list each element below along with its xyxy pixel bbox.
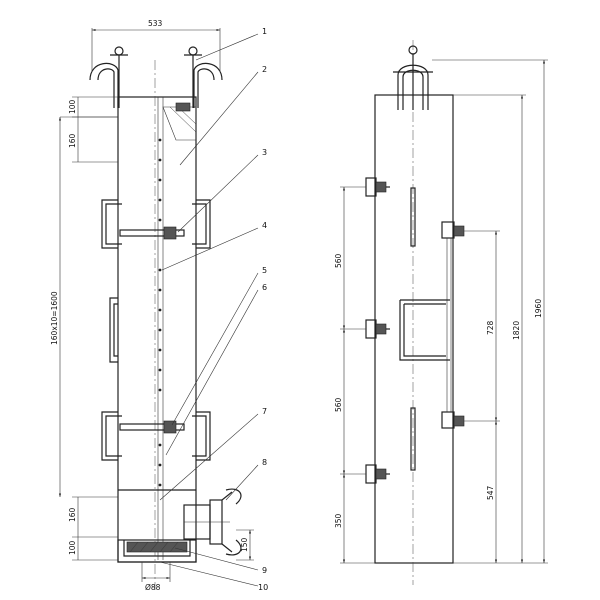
dim-560-mid-label: 560 [334, 397, 343, 412]
dim-right-left-chain: 560 560 350 [334, 186, 375, 564]
dim-total-label: 160x10=1600 [50, 291, 59, 345]
dim-547-label: 547 [486, 485, 495, 500]
right-tube-body [374, 94, 454, 564]
dim-1960-label: 1960 [534, 299, 543, 318]
part-number-1: 1 [262, 27, 267, 36]
outlet-fitting [183, 488, 242, 556]
left-tube-body [117, 96, 197, 563]
dim-728-label: 728 [486, 320, 495, 335]
part-number-9: 9 [262, 566, 267, 575]
dim-dia-label: Ø88 [145, 583, 161, 592]
strip-holes [158, 138, 162, 487]
dim-right-right-chain: 728 547 1820 1960 [432, 59, 548, 564]
dim-533-label: 533 [148, 19, 163, 28]
part-number-4: 4 [262, 221, 267, 230]
right-shackle [393, 45, 433, 110]
dim-100-bottom-label: 100 [68, 540, 77, 555]
right-view: 560 560 350 728 547 1820 1960 [334, 40, 548, 585]
part-leaders [159, 33, 259, 587]
part-number-7: 7 [262, 407, 267, 416]
dim-left-vertical: 100 160 160x10=1600 160 100 [50, 96, 118, 561]
dim-160-bottom-label: 160 [68, 507, 77, 522]
lifting-hooks [89, 46, 223, 108]
right-right-clamps [441, 221, 465, 429]
right-left-clamps [365, 177, 390, 484]
dim-560-top-label: 560 [334, 253, 343, 268]
part-number-10: 10 [258, 583, 268, 592]
dim-100-top-label: 100 [68, 99, 77, 114]
dim-160-top-label: 160 [68, 133, 77, 148]
dim-150-label: 150 [240, 537, 249, 552]
part-number-3: 3 [262, 148, 267, 157]
dim-350-label: 350 [334, 513, 343, 528]
left-view: 533 100 160 160x10=1600 160 100 150 [50, 19, 268, 592]
part-number-5: 5 [262, 266, 267, 275]
part-number-6: 6 [262, 283, 267, 292]
part-number-2: 2 [262, 65, 267, 74]
dim-1820-label: 1820 [512, 321, 521, 340]
part-number-8: 8 [262, 458, 267, 467]
